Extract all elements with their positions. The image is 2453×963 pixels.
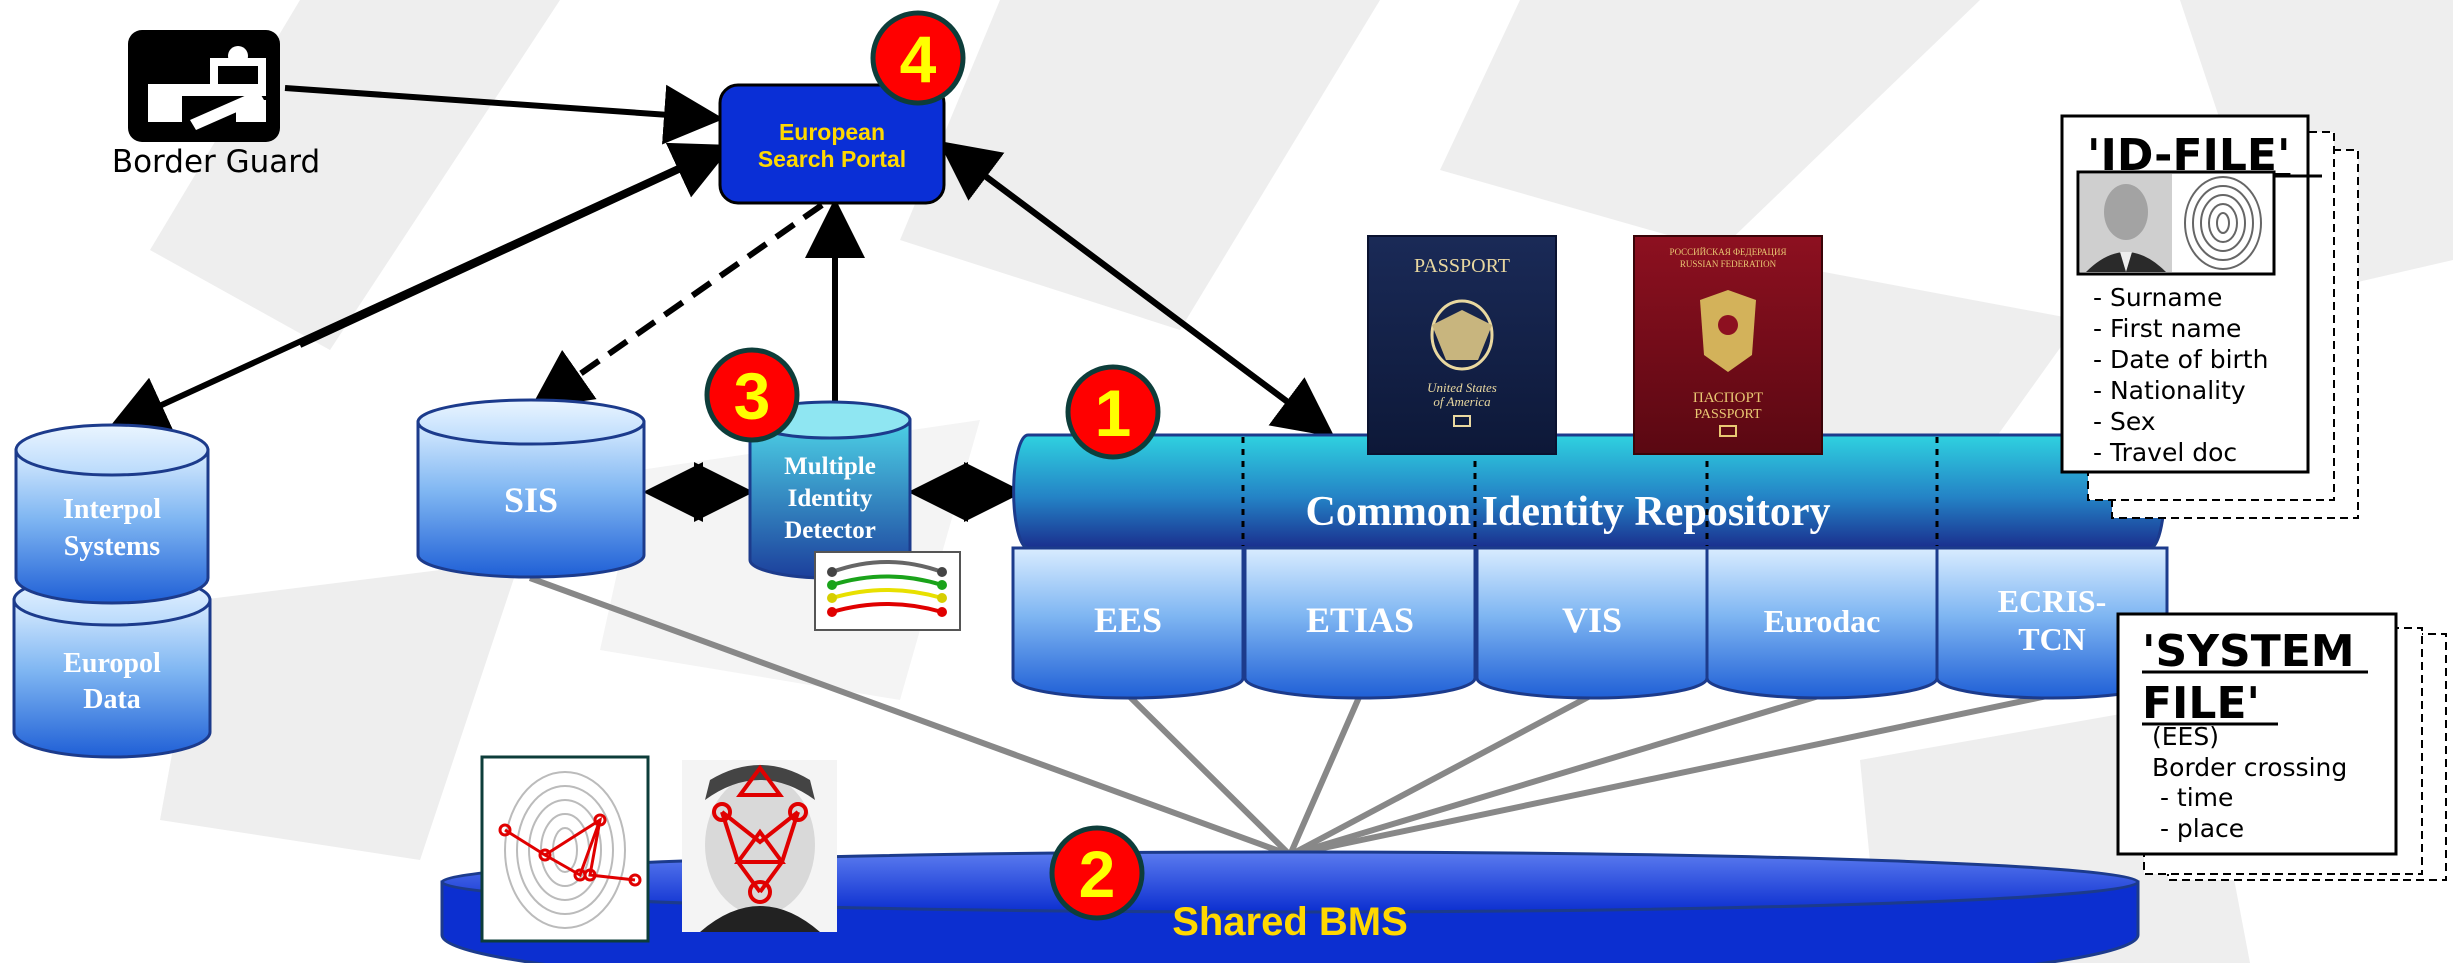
system-file-line-time: - time xyxy=(2152,783,2233,812)
svg-text:2: 2 xyxy=(1079,837,1116,911)
interpol-label-line2: Systems xyxy=(64,531,161,562)
fingerprint-minutiae-image xyxy=(480,755,650,943)
ecris-tcn-cylinder[interactable]: ECRIS- TCN xyxy=(1935,546,2169,700)
sis-label: SIS xyxy=(504,480,558,520)
arrow-guard-to-portal xyxy=(284,84,724,145)
etias-label: ETIAS xyxy=(1306,600,1414,640)
russian-passport-image: РОССИЙСКАЯ ФЕДЕРАЦИЯ RUSSIAN FEDERATION … xyxy=(1633,235,1823,455)
ru-passport-title2: RUSSIAN FEDERATION xyxy=(1680,259,1777,269)
ru-passport-title1: РОССИЙСКАЯ ФЕДЕРАЦИЯ xyxy=(1669,247,1786,257)
interpol-label-line1: Interpol xyxy=(63,494,161,525)
id-file-item-surname: - Surname xyxy=(2093,283,2222,312)
us-passport-title: PASSPORT xyxy=(1414,255,1510,277)
us-passport-image: PASSPORT United States of America xyxy=(1367,235,1557,455)
arrow-cir-to-portal xyxy=(948,147,1335,438)
system-file-line-place: - place xyxy=(2152,814,2244,843)
us-passport-line1: United States xyxy=(1427,380,1497,395)
mid-label-line2: Identity xyxy=(788,485,873,512)
arrows xyxy=(107,84,1335,522)
portal-label-line1: European xyxy=(779,119,885,145)
portal-label-line2: Search Portal xyxy=(758,146,906,172)
shared-bms[interactable]: Shared BMS xyxy=(440,850,2140,963)
badge-2: 2 xyxy=(1049,825,1145,921)
interpol-cylinder[interactable]: Interpol Systems xyxy=(14,423,210,605)
etias-cylinder[interactable]: ETIAS xyxy=(1243,546,1477,700)
ru-passport-bottom2: PASSPORT xyxy=(1694,407,1762,422)
badge-4: 4 xyxy=(870,10,966,106)
bms-label: Shared BMS xyxy=(1172,900,1408,944)
id-file-item-nationality: - Nationality xyxy=(2093,376,2246,405)
id-file-fingerprint xyxy=(2184,176,2262,270)
arrow-portal-to-sis-dashed xyxy=(530,202,824,409)
ecris-tcn-label-line2: TCN xyxy=(2018,621,2086,657)
ru-passport-bottom1: ПАСПОРТ xyxy=(1693,390,1763,406)
link-colors-icon xyxy=(814,551,961,631)
system-cylinders: EES ETIAS VIS Eurodac ECRIS- TCN xyxy=(1011,546,2169,700)
system-file-card: 'SYSTEM FILE' (EES) Border crossing - ti… xyxy=(2116,612,2447,881)
id-file-card: 'ID-FILE' - Surname - First name - Date … xyxy=(2060,114,2359,519)
border-guard-icon xyxy=(128,30,280,142)
system-file-title-line2: FILE' xyxy=(2142,678,2260,729)
europol-label-line2: Data xyxy=(83,684,141,715)
arrow-interpol-to-portal xyxy=(298,142,733,348)
common-identity-repository[interactable]: Common Identity Repository xyxy=(1012,433,2166,550)
ees-label: EES xyxy=(1094,600,1162,640)
bms-connection-lines xyxy=(528,575,2053,858)
system-file-line-border-crossing: Border crossing xyxy=(2152,753,2347,782)
vis-cylinder[interactable]: VIS xyxy=(1475,546,1709,700)
id-file-item-dob: - Date of birth xyxy=(2093,345,2268,374)
id-file-face-photo xyxy=(2080,174,2172,272)
svg-text:1: 1 xyxy=(1095,376,1132,450)
face-landmarks-image xyxy=(682,760,837,932)
ecris-tcn-label: ECRIS- xyxy=(1998,583,2106,619)
system-file-line-ees: (EES) xyxy=(2152,722,2219,751)
id-file-item-travel-doc: - Travel doc xyxy=(2093,438,2237,467)
svg-text:3: 3 xyxy=(734,359,771,433)
id-file-item-firstname: - First name xyxy=(2093,314,2241,343)
border-guard-label: Border Guard xyxy=(112,144,320,180)
mid-label-line1: Multiple xyxy=(784,453,876,480)
eurodac-cylinder[interactable]: Eurodac xyxy=(1705,546,1939,700)
id-file-item-sex: - Sex xyxy=(2093,407,2156,436)
badge-1: 1 xyxy=(1065,364,1161,460)
us-passport-line2: of America xyxy=(1433,394,1491,409)
sis-cylinder[interactable]: SIS xyxy=(416,398,646,579)
mid-label-line3: Detector xyxy=(784,517,876,544)
system-file-title-line1: 'SYSTEM xyxy=(2142,626,2355,677)
cir-label: Common Identity Repository xyxy=(1306,489,1831,535)
badge-3: 3 xyxy=(704,347,800,443)
europol-label-line1: Europol xyxy=(63,648,161,679)
eurodac-label: Eurodac xyxy=(1764,603,1881,639)
ees-cylinder[interactable]: EES xyxy=(1011,546,1245,700)
vis-label: VIS xyxy=(1562,600,1622,640)
european-search-portal[interactable]: European Search Portal xyxy=(718,83,946,205)
svg-text:4: 4 xyxy=(900,22,937,96)
